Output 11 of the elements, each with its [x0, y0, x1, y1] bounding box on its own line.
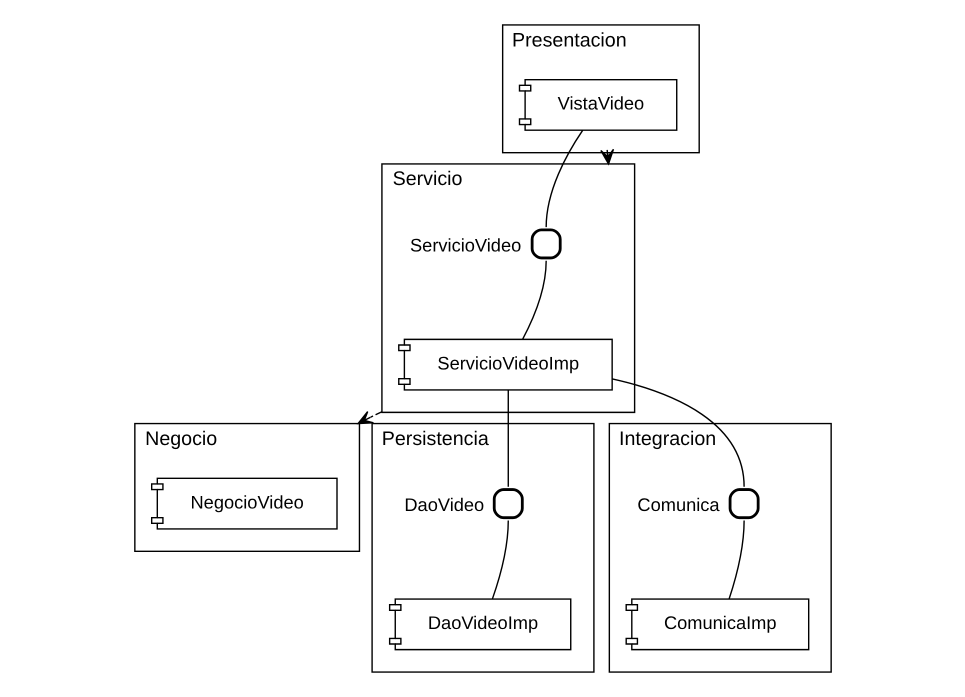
connector: [507, 390, 508, 487]
connector: [544, 130, 583, 228]
node-label: DaoVideo: [404, 494, 484, 516]
connector: [521, 260, 546, 340]
node-label: ServicioVideo: [410, 234, 521, 256]
node-label: Comunica: [636, 494, 720, 516]
connector: [728, 520, 744, 600]
connector: [491, 520, 508, 600]
arrow: [356, 410, 382, 424]
connector: [612, 378, 744, 487]
arrow: [600, 148, 614, 165]
